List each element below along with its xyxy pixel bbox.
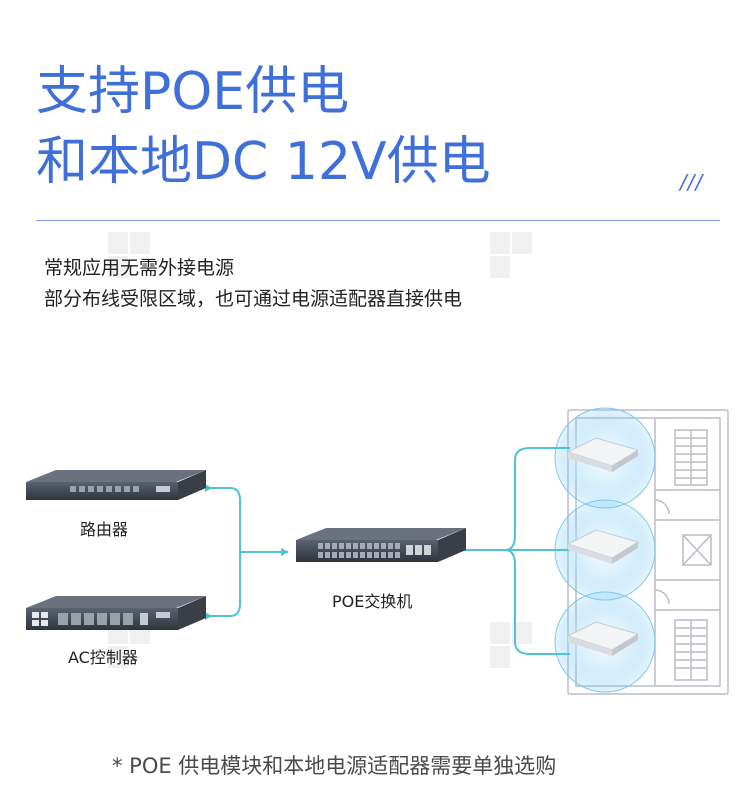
ac-controller-label: AC控制器 xyxy=(68,648,138,667)
slash-decoration: /// xyxy=(680,170,704,194)
description-line2: 部分布线受限区域，也可通过电源适配器直接供电 xyxy=(44,288,463,310)
footnote: * POE 供电模块和本地电源适配器需要单独选购 xyxy=(112,754,557,778)
page-title-line2: 和本地DC 12V供电 xyxy=(36,132,491,192)
connection-lines xyxy=(205,447,570,655)
title-divider xyxy=(36,220,720,221)
poe-switch-device xyxy=(296,528,466,562)
description-line1: 常规应用无需外接电源 xyxy=(44,257,235,279)
access-point-1 xyxy=(566,437,640,472)
ac-controller-device xyxy=(26,596,206,630)
router-label: 路由器 xyxy=(80,520,129,539)
access-point-2 xyxy=(566,529,640,564)
connection-arrows xyxy=(205,484,289,620)
page-title-line1: 支持POE供电 xyxy=(36,62,350,122)
network-diagram xyxy=(26,407,729,695)
access-point-3 xyxy=(566,621,640,656)
router-device xyxy=(26,470,206,500)
poe-switch-label: POE交换机 xyxy=(332,592,413,611)
